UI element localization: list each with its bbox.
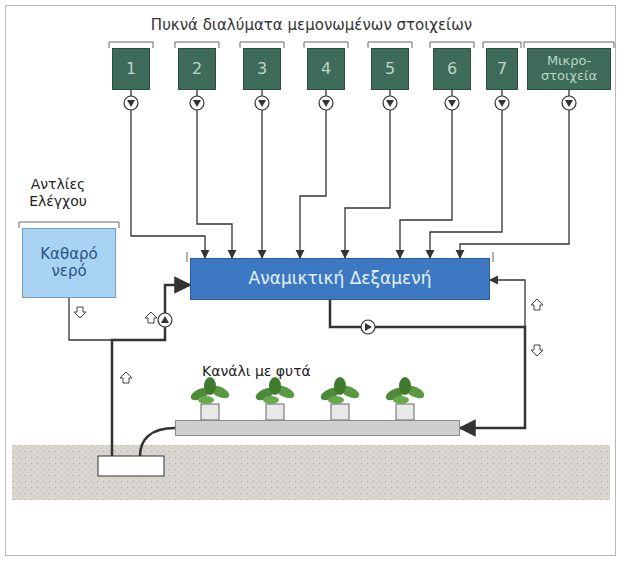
solution-tank: Μικρο- στοιχεία [527, 48, 611, 90]
mixing-tank: Αναμικτική Δεξαμενή [190, 258, 490, 300]
pump-symbol [258, 100, 266, 107]
pump-symbol [190, 96, 204, 110]
node-text: 2 [192, 60, 202, 78]
pump-symbol [445, 96, 459, 110]
node-text: 6 [447, 60, 457, 78]
solution-tank: 5 [371, 48, 409, 90]
pump-symbol [322, 100, 330, 107]
pump-symbol [448, 100, 456, 107]
pump-symbol [365, 323, 372, 331]
node-text: Κανάλι με φυτά [202, 363, 311, 379]
solution-tank: 4 [307, 48, 345, 90]
pump-symbol [495, 96, 509, 110]
flow-pipe [197, 90, 232, 258]
flow-pipe [430, 90, 502, 258]
pump-symbol [124, 96, 138, 110]
node-text: Καθαρό νερό [23, 246, 115, 281]
flow-pipe [345, 90, 390, 258]
plant-channel: Κανάλι με φυτά [175, 420, 460, 436]
pump-symbol [498, 100, 506, 107]
solution-tank: 3 [243, 48, 281, 90]
node-text: 1 [126, 60, 136, 78]
plants [189, 377, 426, 420]
flow-pipe [460, 90, 569, 258]
solution-tank: 2 [178, 48, 216, 90]
pump-label: Αντλίες Ελέγχου [10, 176, 106, 210]
pump-symbol [158, 313, 172, 327]
flow-arrow [531, 345, 543, 356]
pump-symbol [319, 96, 333, 110]
solution-tank: 6 [433, 48, 471, 90]
node-text: 4 [321, 60, 331, 78]
node-text: 7 [497, 60, 507, 78]
flow-arrow [531, 299, 543, 310]
pump-symbol [565, 100, 573, 107]
node-text: Αναμικτική Δεξαμενή [249, 269, 432, 289]
flow-arrow [120, 372, 132, 383]
pump-symbol [193, 100, 201, 107]
pump-symbol [562, 96, 576, 110]
pump-symbol [383, 96, 397, 110]
flow-pipe [131, 90, 205, 258]
solution-tank: 1 [112, 48, 150, 90]
flow-pipe [330, 300, 525, 428]
flow-arrow [74, 307, 86, 318]
flow-arrow [145, 312, 157, 323]
return-pipe [490, 280, 525, 327]
flow-pipe [400, 90, 452, 258]
diagram-title: Πυκνά διαλύματα μεμονωμένων στοιχείων [0, 16, 623, 34]
water-tank: Καθαρό νερό [22, 228, 116, 298]
drain-box [98, 456, 164, 476]
pump-symbol [361, 320, 375, 334]
node-text: Μικρο- στοιχεία [528, 54, 610, 84]
pump-symbol [127, 100, 135, 107]
pump-symbol [161, 316, 169, 323]
solution-tank: 7 [486, 48, 518, 90]
node-text: 5 [385, 60, 395, 78]
node-text: 3 [257, 60, 267, 78]
pump-symbol [386, 100, 394, 107]
flow-pipe [300, 90, 326, 258]
flow-pipe [261, 90, 262, 258]
pump-symbol [255, 96, 269, 110]
ground [12, 445, 610, 500]
